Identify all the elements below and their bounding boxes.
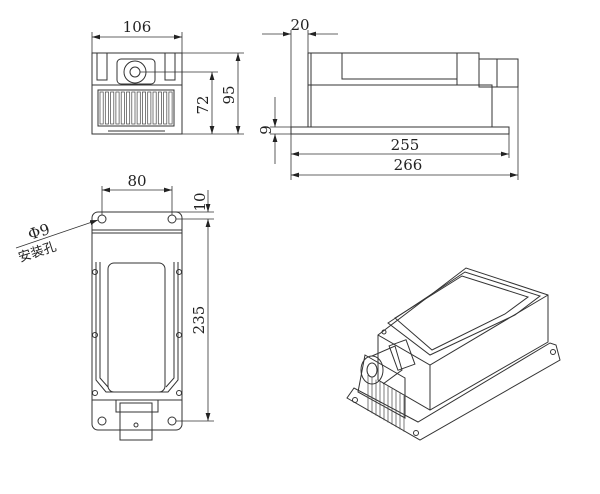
isometric-view <box>346 267 561 441</box>
heatsink-fin <box>131 91 136 125</box>
hole-label: 安装孔 <box>17 239 59 265</box>
axis-dim-label: 72 <box>194 95 212 114</box>
total-length-dim-label: 266 <box>394 156 423 174</box>
heatsink-fin <box>136 91 141 125</box>
hole-length-dim-label: 235 <box>190 306 208 335</box>
width-dim-label: 106 <box>123 18 152 36</box>
heatsink-fin <box>115 91 120 125</box>
side-view: 20 9 255 266 <box>257 16 519 180</box>
hole-diameter-label: Φ9 <box>26 220 52 244</box>
heatsink-fin <box>110 91 115 125</box>
heatsink-fin <box>168 91 173 125</box>
top-view: 80 10 235 Φ9 安装孔 <box>15 172 214 441</box>
heatsink-fin <box>163 91 168 125</box>
hole-spacing-dim-label: 80 <box>127 172 146 190</box>
heatsink-fin <box>99 91 104 125</box>
hole-offset-dim-label: 10 <box>191 192 209 211</box>
front-view: 106 95 72 <box>91 18 244 135</box>
heatsink-fin <box>126 91 131 125</box>
heatsink-fin <box>120 91 125 125</box>
heatsink-fin <box>157 91 162 125</box>
heatsink-fin <box>152 91 157 125</box>
heatsink-fin <box>104 91 109 125</box>
base-dim-label: 9 <box>257 125 275 135</box>
heatsink-fin <box>142 91 146 125</box>
height-dim-label: 95 <box>220 85 238 104</box>
heatsink-fin <box>147 91 152 125</box>
base-length-dim-label: 255 <box>391 136 420 154</box>
offset-dim-label: 20 <box>290 16 309 34</box>
